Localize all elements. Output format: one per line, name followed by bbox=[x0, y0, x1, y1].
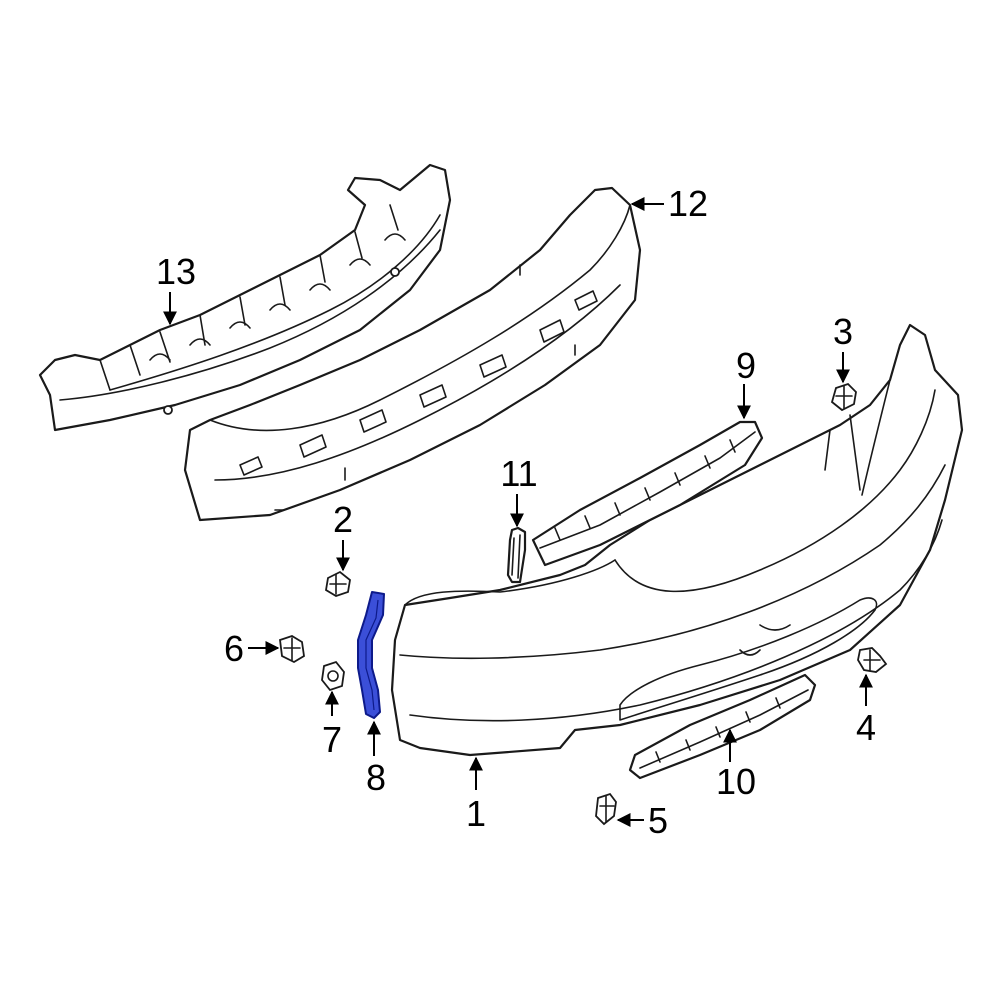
part-9-molding[interactable] bbox=[531, 420, 764, 567]
part-4-clip[interactable] bbox=[857, 647, 888, 673]
part-2-clip[interactable] bbox=[325, 570, 351, 597]
callout-2: 2 bbox=[333, 499, 353, 540]
part-7-nut[interactable] bbox=[321, 660, 345, 692]
part-8-bracket[interactable] bbox=[357, 591, 385, 719]
callout-10: 10 bbox=[716, 761, 756, 802]
part-13-reinforcement[interactable] bbox=[38, 163, 452, 432]
callout-7: 7 bbox=[322, 719, 342, 760]
callouts: 1 2 3 4 5 6 7 8 9 10 11 12 13 bbox=[156, 183, 876, 841]
part-5-clip[interactable] bbox=[595, 792, 617, 826]
callout-9: 9 bbox=[736, 345, 756, 386]
part-12-absorber[interactable] bbox=[183, 186, 642, 522]
part-10-lower-strip[interactable] bbox=[628, 673, 817, 780]
callout-12: 12 bbox=[668, 183, 708, 224]
leader-lines bbox=[163, 197, 873, 827]
callout-11: 11 bbox=[500, 453, 537, 494]
callout-3: 3 bbox=[833, 311, 853, 352]
part-6-bolt[interactable] bbox=[279, 635, 305, 664]
part-11-side-strip[interactable] bbox=[506, 526, 527, 584]
callout-6: 6 bbox=[224, 628, 244, 669]
callout-1: 1 bbox=[466, 793, 486, 834]
callout-8: 8 bbox=[366, 757, 386, 798]
part-1-bumper-cover[interactable] bbox=[390, 323, 964, 757]
callout-4: 4 bbox=[856, 707, 876, 748]
callout-13: 13 bbox=[156, 251, 196, 292]
part-3-clip[interactable] bbox=[830, 382, 857, 412]
callout-5: 5 bbox=[648, 800, 668, 841]
